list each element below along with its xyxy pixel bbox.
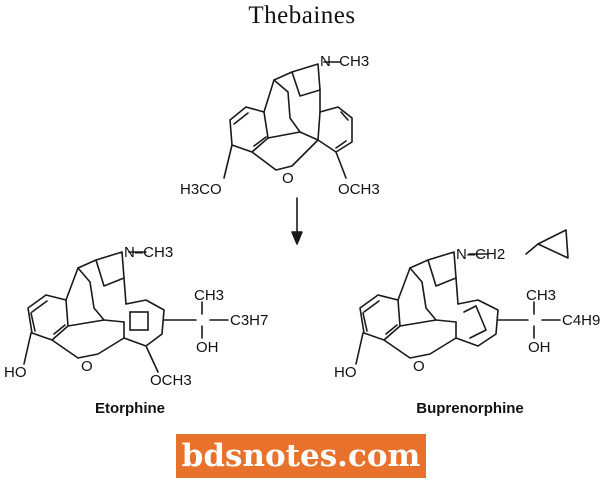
etorphine-hydroxyl: OH bbox=[196, 339, 219, 356]
etorphine-inner-bridge-2 bbox=[95, 259, 125, 287]
buprenorphine-ring-double-bond bbox=[363, 300, 380, 313]
buprenorphine-caption: Buprenorphine bbox=[416, 400, 524, 417]
buprenorphine-core-bond bbox=[399, 319, 437, 327]
etorphine-caption: Etorphine bbox=[95, 400, 165, 417]
etorphine-core-bond bbox=[67, 319, 105, 327]
buprenorphine-structure: N–CH2 CH3 C4H9 OH HO O bbox=[334, 229, 600, 381]
etorphine-methoxy: OCH3 bbox=[150, 372, 192, 389]
buprenorphine-inner-bridge bbox=[409, 267, 457, 323]
buprenorphine-bridge bbox=[397, 251, 459, 305]
thebaine-ring-oxygen: O bbox=[282, 170, 294, 187]
buprenorphine-inner-bridge-2 bbox=[427, 259, 457, 287]
buprenorphine-phenol: HO bbox=[334, 364, 357, 381]
thebaine-structure: N–CH3 H3CO O OCH3 bbox=[180, 53, 380, 198]
buprenorphine-n-substituent: N–CH2 bbox=[456, 246, 505, 263]
etorphine-etheno-bridge bbox=[129, 311, 149, 331]
thebaine-left-ring bbox=[229, 106, 269, 153]
etorphine-ring-double-bond bbox=[53, 324, 66, 335]
watermark-banner: bdsnotes.com bbox=[176, 434, 426, 478]
buprenorphine-ch2-bond bbox=[525, 243, 539, 255]
buprenorphine-ring-double-bond bbox=[362, 312, 368, 332]
etorphine-structure: N–CH3 CH3 C3H7 OH HO O OCH3 bbox=[4, 244, 268, 389]
thebaine-left-methoxy-bond bbox=[223, 144, 233, 179]
etorphine-ring-double-bond bbox=[30, 312, 36, 332]
thebaine-right-ring bbox=[317, 106, 353, 153]
thebaine-core-bond bbox=[267, 131, 301, 139]
etorphine-methyl: CH3 bbox=[194, 287, 224, 304]
etorphine-phenol-bond bbox=[23, 332, 32, 365]
etorphine-aromatic-ring bbox=[27, 294, 69, 341]
diagram-title: Thebaines bbox=[248, 2, 356, 29]
thebaine-left-methoxy: H3CO bbox=[180, 181, 222, 198]
buprenorphine-phenol-bond bbox=[355, 332, 364, 365]
thebaine-inner-bridge-2 bbox=[291, 71, 321, 97]
buprenorphine-hydroxyl: OH bbox=[528, 339, 551, 356]
thebaine-ring-double-bond bbox=[335, 140, 347, 149]
cyclopropyl-ring bbox=[537, 229, 569, 259]
thebaine-ring-double-bond bbox=[253, 136, 267, 147]
buprenorphine-butyl: C4H9 bbox=[562, 312, 600, 329]
thebaine-inner-bridge bbox=[273, 79, 319, 141]
etorphine-n-methyl: N–CH3 bbox=[124, 244, 173, 261]
etorphine-propyl: C3H7 bbox=[230, 312, 268, 329]
etorphine-methoxy-bond bbox=[145, 345, 159, 373]
thebaine-right-methoxy: OCH3 bbox=[338, 181, 380, 198]
buprenorphine-furan bbox=[383, 337, 457, 359]
etorphine-bridge bbox=[65, 251, 127, 305]
thebaine-right-methoxy-bond bbox=[335, 151, 347, 179]
buprenorphine-methyl: CH3 bbox=[526, 287, 556, 304]
reaction-arrow bbox=[291, 197, 303, 245]
etorphine-inner-bridge bbox=[77, 267, 125, 323]
buprenorphine-ethano-bridge bbox=[463, 305, 487, 339]
buprenorphine-ring-oxygen: O bbox=[413, 358, 425, 375]
thebaine-furan bbox=[251, 139, 319, 171]
etorphine-ring-oxygen: O bbox=[81, 358, 93, 375]
buprenorphine-ring-double-bond bbox=[385, 324, 398, 335]
etorphine-ring-double-bond bbox=[31, 300, 48, 313]
thebaine-ring-double-bond bbox=[233, 112, 249, 125]
thebaine-ring-double-bond bbox=[340, 111, 349, 121]
thebaine-n-methyl: N–CH3 bbox=[320, 53, 369, 70]
thebaine-bridge bbox=[263, 63, 321, 113]
etorphine-phenol: HO bbox=[4, 364, 27, 381]
buprenorphine-aromatic-ring bbox=[359, 294, 401, 341]
etorphine-furan bbox=[51, 337, 125, 359]
